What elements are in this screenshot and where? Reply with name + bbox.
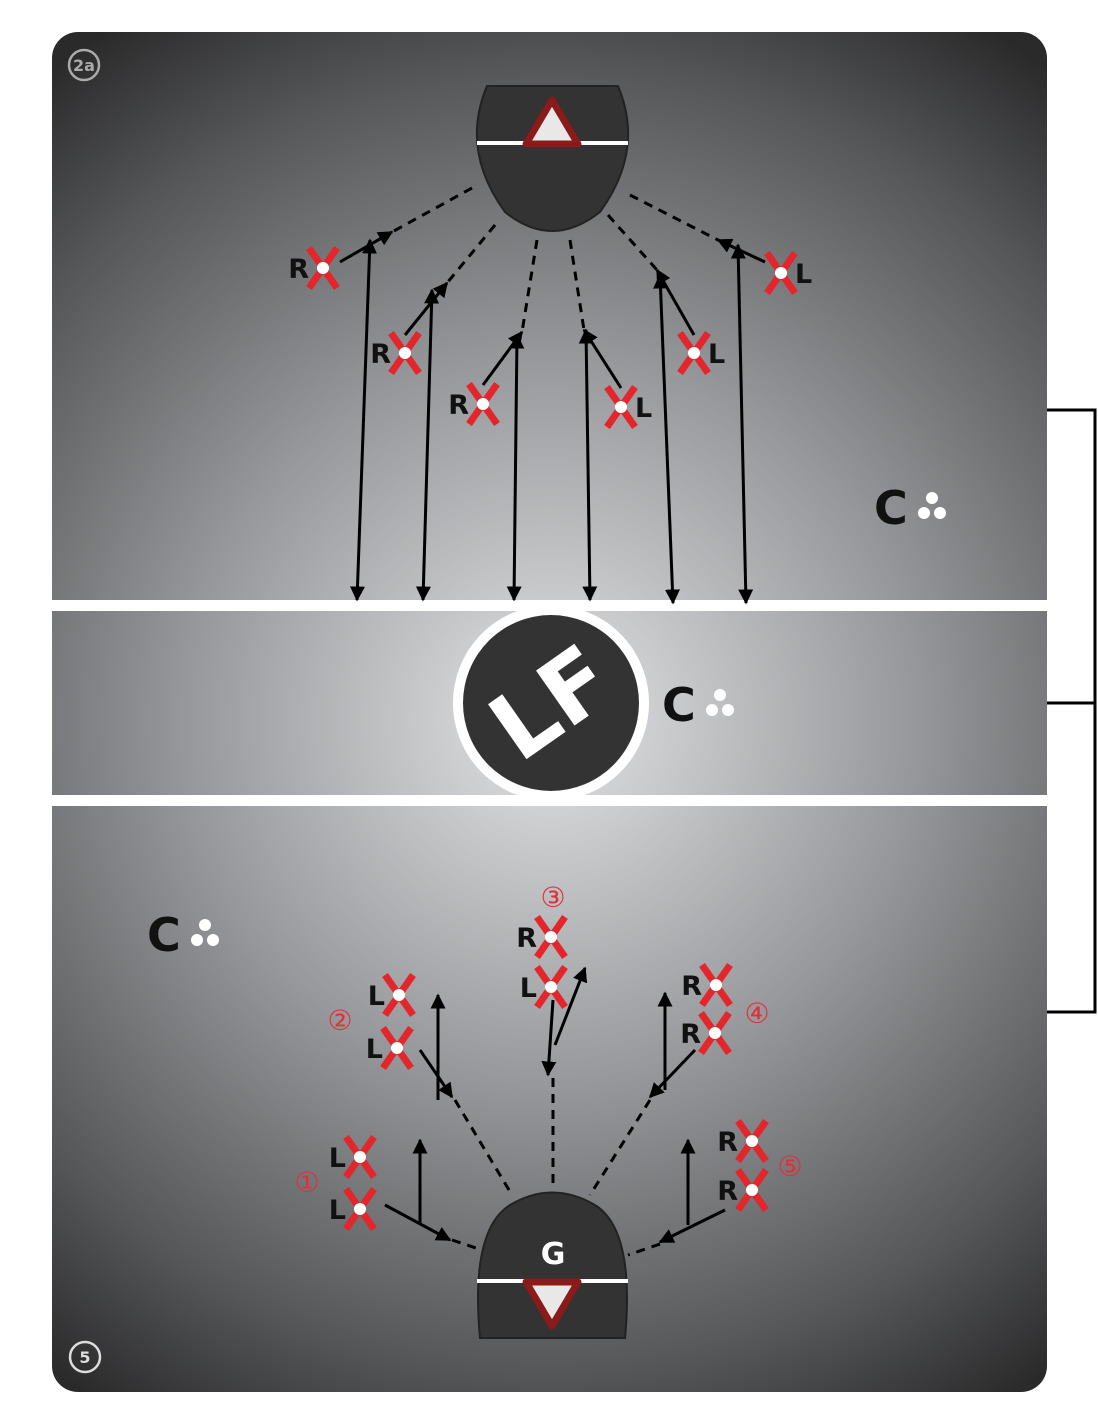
player-marker: L (604, 384, 652, 430)
group-number: ② (327, 1004, 352, 1037)
group-number: ③ (540, 881, 565, 914)
goal-crease-triangle-icon (522, 96, 582, 148)
group-number: ④ (744, 997, 769, 1030)
cut-arrow (658, 1208, 726, 1244)
player-marker: L (764, 250, 812, 296)
ball-icon (706, 704, 718, 716)
top-goal (475, 85, 629, 232)
player-marker: R (516, 914, 568, 960)
coach-marker: C (874, 481, 946, 535)
goal-crease-triangle-icon (522, 1278, 582, 1330)
player-marker: R (448, 381, 500, 427)
player-label: R (516, 923, 537, 954)
player-marker: R (717, 1167, 769, 1213)
badge-bottom-left-text: 5 (79, 1348, 90, 1367)
player-label: L (368, 981, 385, 1012)
pass-line (588, 1099, 652, 1196)
vertical-run-arrow (730, 243, 754, 605)
vertical-run-arrow (653, 273, 680, 605)
badge-bottom-left: 5 (68, 1340, 102, 1374)
player-label: L (795, 259, 812, 290)
bracket (1047, 408, 1097, 1014)
player-marker: L (520, 964, 568, 1010)
ball-icon (722, 704, 734, 716)
player-label: R (717, 1127, 738, 1158)
ball-icon (207, 934, 219, 946)
logo: LF (453, 605, 649, 801)
coach-marker: C (662, 678, 734, 732)
player-marker: L (368, 972, 416, 1018)
vertical-run-arrow (415, 288, 440, 602)
vertical-run-arrow (506, 333, 525, 602)
player-label: R (681, 971, 702, 1002)
bottom-goal: G (477, 1191, 628, 1339)
ball-icon (199, 919, 211, 931)
player-marker: L (677, 330, 725, 376)
player-marker: L (329, 1186, 377, 1232)
pass-line (445, 224, 497, 284)
player-label: L (708, 339, 725, 370)
player-marker: R (681, 962, 733, 1008)
ball-icon (191, 934, 203, 946)
coach-letter: C (662, 678, 696, 732)
cut-arrow (541, 999, 557, 1077)
coaches: C C C (147, 481, 946, 962)
player-label: R (680, 1019, 701, 1050)
coach-marker: C (147, 908, 219, 962)
badge-top-left-text: 2a (73, 56, 95, 75)
ball-icon (934, 507, 946, 519)
player-marker: R (680, 1010, 732, 1056)
pass-line (627, 1242, 661, 1257)
goalie-label: G (541, 1237, 566, 1272)
player-label: L (520, 973, 537, 1004)
player-label: R (370, 339, 391, 370)
cut-arrow (418, 1049, 454, 1099)
group-number: ① (294, 1166, 319, 1199)
pass-line (606, 214, 659, 271)
movement-lines (339, 186, 766, 1257)
pass-line (451, 1238, 483, 1252)
badge-top-left: 2a (67, 48, 101, 82)
player-marker: R (717, 1118, 769, 1164)
group-number: ⑤ (777, 1150, 802, 1183)
coach-letter: C (874, 481, 908, 535)
player-marker: L (329, 1134, 377, 1180)
pass-line (629, 193, 719, 242)
player-label: L (329, 1143, 346, 1174)
coach-letter: C (147, 908, 181, 962)
ball-icon (714, 689, 726, 701)
ball-icon (926, 492, 938, 504)
player-marker: L (366, 1025, 414, 1071)
vertical-run-arrow (349, 238, 378, 602)
pass-line (453, 1099, 514, 1196)
player-marker: R (370, 330, 422, 376)
player-label: L (329, 1195, 346, 1226)
player-label: R (288, 254, 309, 285)
player-label: R (448, 390, 469, 421)
cut-arrow (384, 1203, 452, 1242)
player-label: R (717, 1176, 738, 1207)
player-label: L (635, 393, 652, 424)
vertical-run-arrow (578, 328, 598, 602)
player-marker: R (288, 245, 340, 291)
ball-icon (918, 507, 930, 519)
player-label: L (366, 1034, 383, 1065)
up-arrow (553, 966, 588, 1046)
cut-arrow (648, 1048, 697, 1099)
